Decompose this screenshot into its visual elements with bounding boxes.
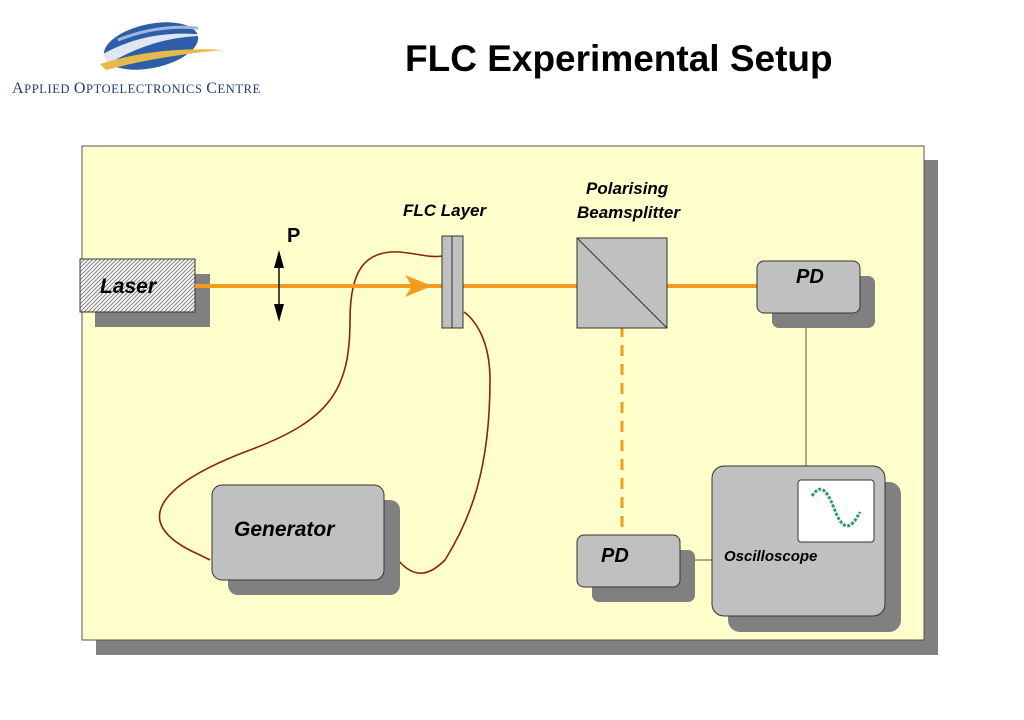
- polarizer-label: P: [287, 225, 300, 247]
- logo-swoosh-icon: [96, 22, 223, 70]
- pd-top-label: PD: [796, 266, 824, 288]
- generator-wire-left: [158, 251, 443, 561]
- photodiode-top: [756, 260, 861, 314]
- generator-label: Generator: [234, 518, 336, 541]
- polarizer-arrow-up-icon: [274, 250, 284, 268]
- beam-arrow-icon: [405, 275, 432, 297]
- page-title: FLC Experimental Setup: [405, 38, 833, 79]
- beamsplitter-label-line2: Beamsplitter: [577, 203, 681, 222]
- logo: APPLIED OPTOELECTRONICS CENTRE: [8, 6, 308, 106]
- polarizer-arrow-down-icon: [274, 304, 284, 322]
- pd-bottom-label: PD: [601, 545, 629, 567]
- beamsplitter-label-line1: Polarising: [586, 179, 669, 198]
- generator-wire-right: [397, 311, 491, 574]
- laser-box: [79, 258, 196, 313]
- flc-layer-label: FLC Layer: [403, 201, 488, 220]
- laser-label: Laser: [100, 275, 158, 298]
- generator-box: [211, 484, 385, 581]
- logo-text: APPLIED OPTOELECTRONICS CENTRE: [12, 80, 261, 97]
- sine-wave-icon: [810, 487, 862, 528]
- photodiode-bottom: [576, 534, 681, 588]
- oscilloscope-label: Oscilloscope: [724, 548, 817, 565]
- beamsplitter-diagonal: [576, 237, 668, 329]
